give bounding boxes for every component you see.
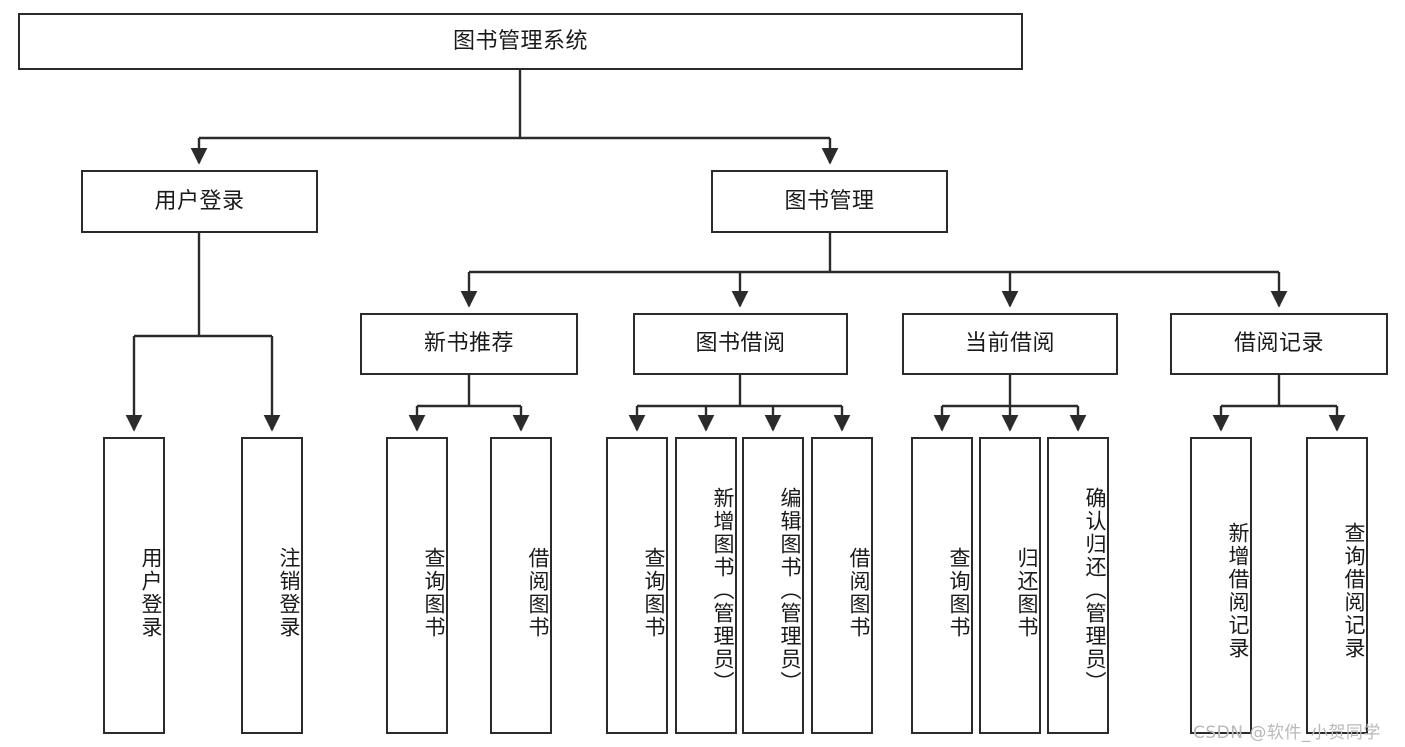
node-label: 用户登录: [139, 546, 163, 639]
node-new-book-recommend[interactable]: 新书推荐: [360, 313, 578, 375]
node-label: 查询图书: [422, 546, 446, 639]
node-label: 注销登录: [277, 546, 301, 639]
node-book-borrow[interactable]: 图书借阅: [633, 313, 848, 375]
node-leaf-edit-book[interactable]: 编辑图书（管理员）: [742, 437, 804, 734]
node-label: 新增图书（管理员）: [711, 487, 735, 694]
node-label: 新书推荐: [423, 331, 514, 357]
node-label: 图书管理系统: [452, 28, 588, 54]
node-label: 图书借阅: [695, 331, 786, 357]
node-label: 查询图书: [947, 546, 971, 639]
node-current-borrow[interactable]: 当前借阅: [902, 313, 1118, 375]
node-leaf-query-record[interactable]: 查询借阅记录: [1306, 437, 1368, 734]
node-borrow-record[interactable]: 借阅记录: [1170, 313, 1388, 375]
node-label: 借阅图书: [526, 546, 550, 639]
node-leaf-confirm-return[interactable]: 确认归还（管理员）: [1047, 437, 1109, 734]
node-book-manage[interactable]: 图书管理: [711, 170, 948, 233]
node-label: 新增借阅记录: [1226, 521, 1250, 660]
node-user-login[interactable]: 用户登录: [81, 170, 318, 233]
node-label: 图书管理: [784, 188, 875, 214]
node-label: 当前借阅: [964, 331, 1055, 357]
node-label: 确认归还（管理员）: [1083, 487, 1107, 694]
node-label: 借阅记录: [1233, 331, 1324, 357]
node-label: 编辑图书（管理员）: [778, 487, 802, 694]
node-leaf-user-logout[interactable]: 注销登录: [241, 437, 303, 734]
node-leaf-query-book-3[interactable]: 查询图书: [911, 437, 973, 734]
csdn-watermark: CSDN @软件_小贺同学: [1193, 723, 1381, 743]
node-label: 借阅图书: [847, 546, 871, 639]
node-label: 用户登录: [154, 188, 245, 214]
node-label: 查询借阅记录: [1342, 521, 1366, 660]
node-label: 归还图书: [1015, 546, 1039, 639]
node-leaf-borrow-book-2[interactable]: 借阅图书: [811, 437, 873, 734]
node-leaf-query-book-2[interactable]: 查询图书: [606, 437, 668, 734]
node-leaf-borrow-book-1[interactable]: 借阅图书: [490, 437, 552, 734]
node-leaf-user-login[interactable]: 用户登录: [103, 437, 165, 734]
node-leaf-return-book[interactable]: 归还图书: [979, 437, 1041, 734]
node-leaf-add-record[interactable]: 新增借阅记录: [1190, 437, 1252, 734]
node-label: 查询图书: [642, 546, 666, 639]
node-leaf-query-book-1[interactable]: 查询图书: [386, 437, 448, 734]
node-root-system[interactable]: 图书管理系统: [18, 13, 1023, 70]
node-leaf-add-book[interactable]: 新增图书（管理员）: [675, 437, 737, 734]
